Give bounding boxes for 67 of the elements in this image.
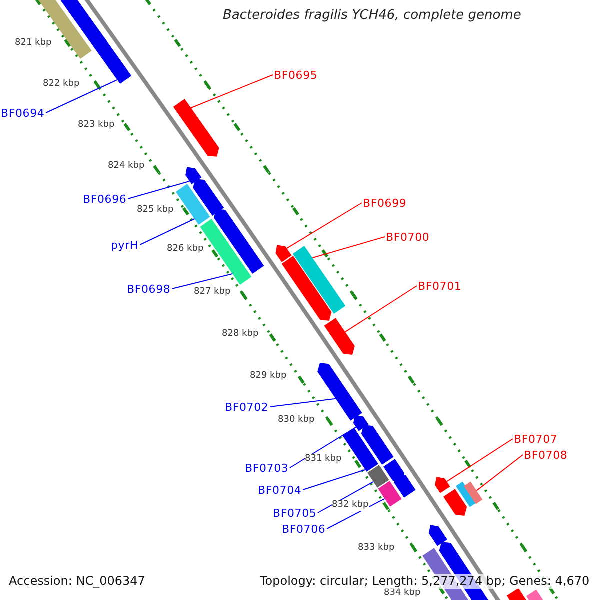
leader-line (302, 469, 366, 490)
scale-label: 824 kbp (108, 161, 145, 172)
accession-text: Accession: NC_006347 (9, 574, 146, 589)
gene-block (292, 246, 346, 314)
leader-line (140, 218, 196, 246)
gene-block (193, 179, 224, 216)
gene-block (282, 256, 332, 321)
gene-label: BF0703 (245, 462, 289, 476)
gene-block (214, 209, 264, 274)
gene-block (186, 167, 202, 184)
gene-label: BF0702 (225, 401, 269, 415)
gene-block (428, 525, 448, 546)
scale-label: 826 kbp (167, 244, 204, 255)
scale-label: 828 kbp (222, 329, 259, 340)
gene-label: BF0706 (282, 523, 326, 537)
gene-block (324, 318, 355, 355)
gene-label: BF0705 (273, 507, 317, 521)
gene-block (354, 415, 369, 432)
gene-block (378, 481, 402, 507)
leader-line (172, 274, 234, 290)
gene-block (176, 184, 210, 225)
leader-line (46, 80, 118, 114)
leader-line (318, 481, 374, 514)
leader-line (326, 498, 386, 530)
gene-block (444, 489, 468, 516)
genome-info-text: Topology: circular; Length: 5,277,274 bp; Genes: 4,670 (260, 574, 590, 589)
gene-block (173, 99, 220, 157)
scale-label: 825 kbp (137, 205, 174, 216)
gene-label: BF0708 (524, 449, 568, 463)
gene-block (342, 428, 378, 472)
title: Bacteroides fragilis YCH46, complete genome (223, 8, 522, 23)
gene-label: BF0701 (418, 280, 462, 294)
scale-label: 831 kbp (305, 454, 342, 465)
gene-label: BF0695 (274, 69, 318, 83)
gene-block (361, 425, 394, 465)
gene-block (394, 474, 416, 498)
leader-line (344, 286, 418, 333)
gene-block (435, 477, 450, 494)
gene-label: BF0694 (1, 107, 45, 121)
gene-block (318, 363, 362, 421)
gene-block (464, 482, 483, 504)
leader-line (128, 180, 190, 200)
gene-label: BF0704 (258, 484, 302, 498)
scale-label: 833 kbp (358, 543, 395, 554)
leader-line (286, 202, 362, 250)
gene-label: BF0700 (386, 231, 430, 245)
scale-label: 821 kbp (15, 38, 52, 49)
scale-label: 834 kbp (384, 588, 421, 599)
gene-label: BF0698 (127, 283, 171, 297)
gene-block (93, 37, 132, 84)
gene-block (368, 465, 390, 488)
scale-label: 829 kbp (250, 371, 287, 382)
scale-label: 823 kbp (78, 120, 115, 131)
leader-line (312, 236, 386, 258)
scale-label: 827 kbp (194, 287, 231, 298)
scale-label: 832 kbp (332, 500, 369, 511)
gene-label: BF0696 (83, 193, 127, 207)
gene-label: pyrH (111, 239, 138, 253)
scale-label: 822 kbp (43, 79, 80, 90)
gene-label: BF0699 (363, 197, 407, 211)
gene-label: BF0707 (514, 433, 558, 447)
leader-line (290, 426, 357, 468)
leader-line (190, 74, 274, 108)
leader-line (446, 438, 514, 482)
scale-label: 830 kbp (278, 415, 315, 426)
leader-line (476, 454, 524, 492)
leader-line (270, 398, 336, 408)
